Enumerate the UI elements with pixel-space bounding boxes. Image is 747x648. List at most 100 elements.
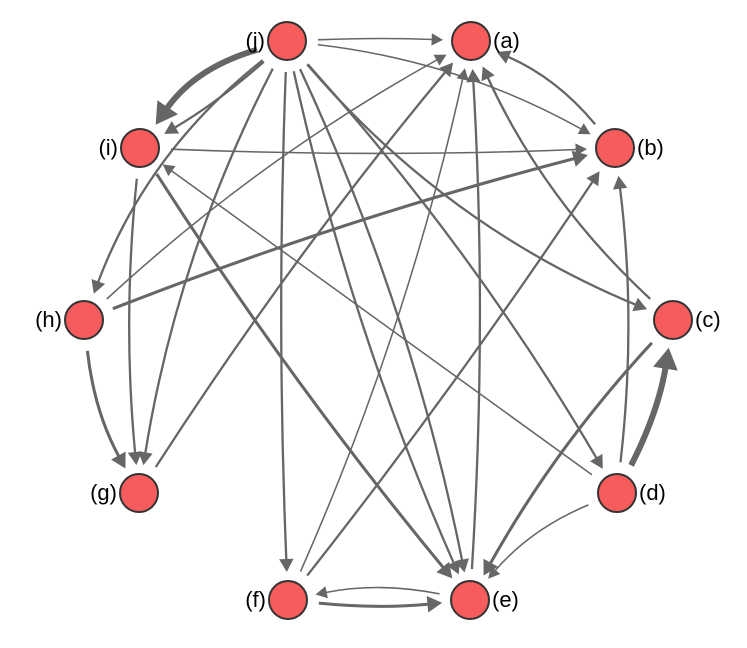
node-e[interactable]: (e) <box>450 580 519 620</box>
arrowhead <box>138 451 153 466</box>
edge-d-c <box>628 347 678 467</box>
edge-c-e <box>483 341 654 576</box>
node-i[interactable]: (i) <box>98 128 160 168</box>
node-circle[interactable] <box>595 128 635 168</box>
node-b[interactable]: (b) <box>595 128 664 168</box>
edge-f-e <box>318 596 443 613</box>
arrowhead <box>590 453 603 469</box>
arrowhead <box>111 451 126 469</box>
arrowhead <box>91 279 106 294</box>
node-label: (i) <box>98 135 118 160</box>
arrowhead <box>279 558 294 572</box>
arrowhead <box>653 347 678 371</box>
edge-j-a <box>317 33 443 46</box>
edge-line <box>96 59 264 285</box>
node-label: (c) <box>695 307 721 332</box>
arrowhead <box>127 451 143 466</box>
edge-h-b <box>112 150 588 311</box>
node-label: (a) <box>493 28 520 53</box>
node-a[interactable]: (a) <box>451 21 520 61</box>
arrowhead <box>436 561 453 579</box>
arrowhead <box>164 121 180 134</box>
edge-h-a <box>106 54 447 300</box>
edge-d-b <box>613 175 630 463</box>
node-d[interactable]: (d) <box>597 473 666 513</box>
node-circle[interactable] <box>450 580 490 620</box>
node-h[interactable]: (h) <box>35 300 104 340</box>
edge-line <box>154 69 448 468</box>
edge-j-f <box>279 71 294 572</box>
edges-layer <box>85 33 678 613</box>
edge-line <box>280 71 288 562</box>
node-circle[interactable] <box>119 473 159 513</box>
edge-j-g <box>138 68 274 466</box>
arrowhead <box>466 69 481 83</box>
edge-i-e <box>155 173 453 579</box>
edge-line <box>143 68 274 456</box>
node-g[interactable]: (g) <box>90 473 159 513</box>
edge-line <box>292 71 456 566</box>
arrowhead <box>613 175 628 190</box>
node-circle[interactable] <box>653 300 693 340</box>
arrowhead <box>632 297 648 312</box>
edge-line <box>155 173 446 571</box>
edge-f-b <box>306 171 600 577</box>
edge-line <box>106 58 439 300</box>
edge-line <box>318 601 431 608</box>
node-label: (d) <box>639 480 666 505</box>
edge-line <box>162 46 259 113</box>
node-circle[interactable] <box>451 21 491 61</box>
node-c[interactable]: (c) <box>653 300 721 340</box>
edge-line <box>618 185 630 463</box>
node-label: (h) <box>35 307 62 332</box>
node-f[interactable]: (f) <box>245 580 308 620</box>
edge-line <box>470 79 482 570</box>
node-circle[interactable] <box>267 21 307 61</box>
edge-h-g <box>85 350 126 469</box>
arrowhead <box>155 100 178 125</box>
node-circle[interactable] <box>64 300 104 340</box>
arrowhead <box>426 596 443 613</box>
node-label: (e) <box>492 587 519 612</box>
arrowhead <box>315 586 328 599</box>
edge-j-i <box>155 46 259 125</box>
edge-c-a <box>481 66 651 300</box>
arrowhead <box>577 123 591 135</box>
edge-line <box>485 75 651 300</box>
edge-j-e <box>292 71 460 575</box>
arrowhead <box>162 164 176 177</box>
edge-e-a <box>466 69 482 570</box>
arrowhead <box>456 68 469 81</box>
arrowhead <box>496 50 512 64</box>
edge-d-i <box>162 164 593 476</box>
edge-b-a <box>496 50 596 125</box>
arrowhead <box>571 150 588 167</box>
node-label: (g) <box>90 480 117 505</box>
edge-f-a <box>299 68 469 572</box>
node-circle[interactable] <box>268 580 308 620</box>
node-circle[interactable] <box>120 128 160 168</box>
node-label: (j) <box>245 28 265 53</box>
edge-line <box>306 179 595 577</box>
edge-g-a <box>154 62 454 468</box>
edge-line <box>112 156 577 311</box>
edge-line <box>324 586 440 595</box>
edge-line <box>169 169 593 476</box>
node-j[interactable]: (j) <box>245 21 307 61</box>
edge-line <box>505 55 596 125</box>
edge-line <box>306 63 599 461</box>
arrowhead <box>481 66 495 82</box>
arrowhead <box>431 33 443 46</box>
edge-line <box>487 341 654 567</box>
arrowhead <box>439 62 454 78</box>
node-circle[interactable] <box>597 473 637 513</box>
edge-line <box>628 364 670 467</box>
nodes-layer: (a) (b) (c) (d) (e) (f) (g) (h) (i) (j) <box>35 21 721 620</box>
edge-line <box>317 37 434 41</box>
edge-j-h <box>91 59 264 294</box>
arrowhead <box>433 54 447 66</box>
arrowhead <box>483 558 498 576</box>
edge-j-b <box>317 43 591 135</box>
node-label: (b) <box>637 135 664 160</box>
